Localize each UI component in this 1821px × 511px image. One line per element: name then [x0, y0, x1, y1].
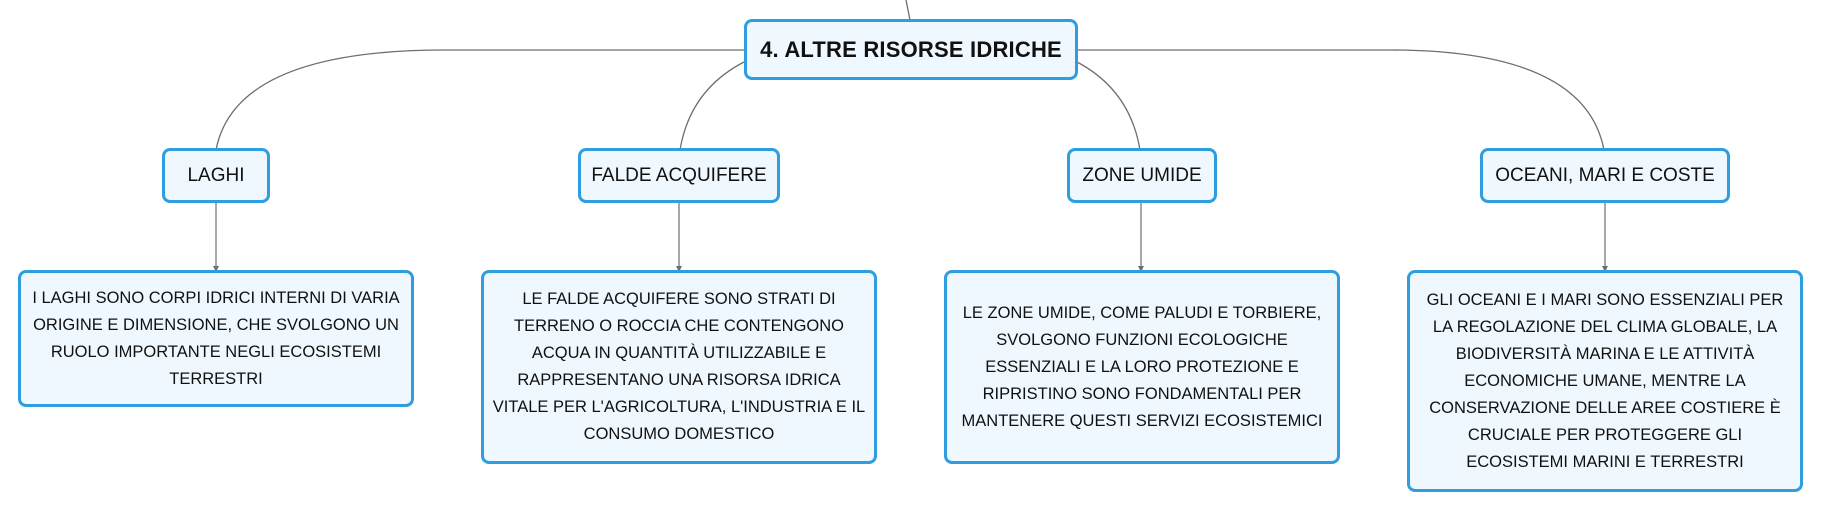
connector-parent — [905, 0, 911, 21]
arrowhead-oceani — [1602, 266, 1608, 272]
description-falde-acquifere[interactable]: LE FALDE ACQUIFERE SONO STRATI DI TERREN… — [481, 270, 877, 464]
topic-node-falde-acquifere[interactable]: FALDE ACQUIFERE — [578, 148, 780, 203]
connector-root-falde — [679, 61, 745, 151]
connector-root-laghi — [215, 49, 744, 151]
topic-node-laghi[interactable]: LAGHI — [162, 148, 270, 203]
description-oceani-mari-coste[interactable]: GLI OCEANI E I MARI SONO ESSENZIALI PER … — [1407, 270, 1803, 492]
description-oceani-mari-coste-text: GLI OCEANI E I MARI SONO ESSENZIALI PER … — [1426, 290, 1784, 471]
description-falde-acquifere-text: LE FALDE ACQUIFERE SONO STRATI DI TERREN… — [492, 290, 866, 443]
topic-node-zone-umide[interactable]: ZONE UMIDE — [1067, 148, 1217, 203]
arrowhead-zone — [1138, 266, 1144, 272]
description-zone-umide[interactable]: LE ZONE UMIDE, COME PALUDI E TORBIERE, S… — [944, 270, 1340, 464]
arrowhead-laghi — [213, 266, 219, 272]
connector-root-zone — [1076, 61, 1141, 151]
root-node[interactable]: 4. ALTRE RISORSE IDRICHE — [744, 19, 1078, 80]
topic-node-oceani-mari-coste[interactable]: OCEANI, MARI E COSTE — [1480, 148, 1730, 203]
connector-root-oceani — [1077, 49, 1605, 151]
description-zone-umide-text: LE ZONE UMIDE, COME PALUDI E TORBIERE, S… — [961, 303, 1323, 430]
arrowhead-falde — [676, 266, 682, 272]
description-laghi-text: I LAGHI SONO CORPI IDRICI INTERNI DI VAR… — [32, 288, 400, 388]
description-laghi[interactable]: I LAGHI SONO CORPI IDRICI INTERNI DI VAR… — [18, 270, 414, 407]
